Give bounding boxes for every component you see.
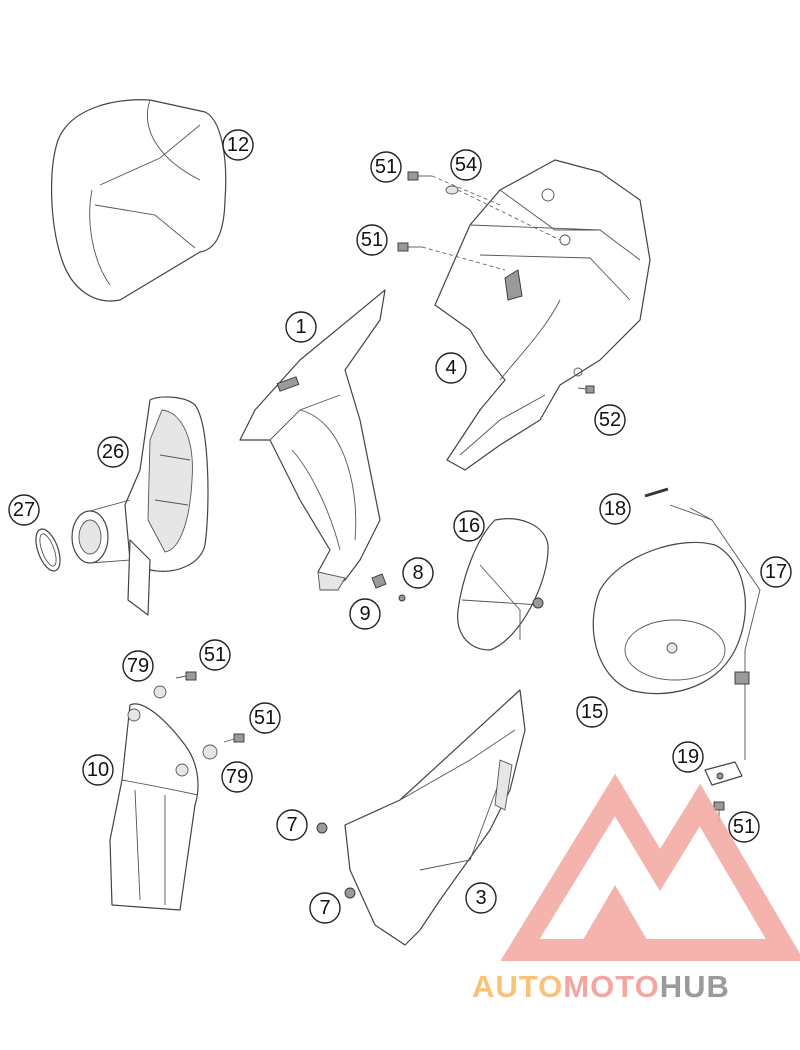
watermark-logo-mark (500, 773, 800, 961)
part-16-filter-frame (457, 518, 549, 651)
callout-51-left-bottom: 51 (249, 702, 281, 734)
part-8-screw (398, 594, 406, 602)
svg-text:18: 18 (604, 498, 626, 520)
screw-7-bottom (344, 887, 356, 899)
bolt-51-mid (397, 242, 422, 252)
callout-4: 4 (435, 352, 467, 384)
callout-52: 52 (594, 404, 626, 436)
washer-54 (445, 185, 459, 195)
part-26-filter-support (71, 396, 209, 616)
screw-7-top (316, 822, 328, 834)
part-4-airbox-housing (434, 159, 651, 471)
callout-79-top: 79 (122, 650, 154, 682)
svg-text:10: 10 (87, 759, 109, 781)
svg-text:15: 15 (581, 701, 603, 723)
svg-text:7: 7 (286, 814, 297, 836)
callout-9: 9 (349, 598, 381, 630)
part-18-pin (644, 487, 669, 498)
callout-15: 15 (576, 696, 608, 728)
callout-17: 17 (760, 556, 792, 588)
bolt-52 (577, 385, 595, 394)
part-9-clip (371, 573, 387, 589)
part-27-hose-clamp (35, 528, 61, 572)
svg-text:51: 51 (733, 816, 755, 838)
part-17-retaining-rod (669, 504, 761, 760)
svg-text:16: 16 (458, 515, 480, 537)
part-12-air-filter (51, 99, 227, 302)
part-15-filter-cover (592, 541, 746, 695)
callout-51-top: 51 (370, 151, 402, 183)
svg-text:79: 79 (127, 655, 149, 677)
watermark-auto: AUTO (472, 969, 563, 1004)
part-10-side-cover-left (109, 703, 199, 911)
callout-7-bottom: 7 (309, 892, 341, 924)
svg-text:9: 9 (359, 603, 370, 625)
callout-51-bottom-right: 51 (728, 811, 760, 843)
callout-51-mid: 51 (356, 224, 388, 256)
part-1-filter-cage (239, 289, 386, 591)
bolt-51-left-bottom (223, 733, 245, 743)
svg-text:27: 27 (13, 499, 35, 521)
part-3-side-cover-right (344, 689, 526, 946)
svg-text:51: 51 (361, 229, 383, 251)
svg-text:51: 51 (375, 156, 397, 178)
callout-8: 8 (402, 557, 434, 589)
callout-1: 1 (285, 311, 317, 343)
part-19-bracket (704, 761, 743, 786)
callout-26: 26 (97, 436, 129, 468)
callout-3: 3 (465, 882, 497, 914)
callout-16: 16 (453, 510, 485, 542)
callout-79-bottom: 79 (221, 761, 253, 793)
callout-51-left-top: 51 (199, 639, 231, 671)
callout-27: 27 (8, 494, 40, 526)
callout-7-top: 7 (276, 809, 308, 841)
svg-text:26: 26 (102, 441, 124, 463)
svg-text:12: 12 (227, 134, 249, 156)
callout-18: 18 (599, 493, 631, 525)
svg-text:79: 79 (226, 766, 248, 788)
svg-text:7: 7 (319, 897, 330, 919)
svg-text:19: 19 (677, 746, 699, 768)
watermark-moto: MOTO (563, 969, 659, 1004)
callout-54: 54 (450, 149, 482, 181)
watermark-wordmark: AUTOMOTOHUB (472, 969, 730, 1004)
svg-text:51: 51 (204, 644, 226, 666)
bolt-51-top (407, 171, 432, 181)
svg-text:51: 51 (254, 707, 276, 729)
svg-text:54: 54 (455, 154, 477, 176)
grommet-79-bottom (202, 744, 218, 760)
watermark-hub: HUB (660, 969, 730, 1004)
bolt-51-left-top (175, 671, 197, 681)
svg-text:8: 8 (412, 562, 423, 584)
svg-text:3: 3 (475, 887, 486, 909)
grommet-79-top (153, 685, 167, 699)
svg-text:4: 4 (445, 357, 456, 379)
svg-text:1: 1 (295, 316, 306, 338)
callout-10: 10 (82, 754, 114, 786)
callout-19: 19 (672, 741, 704, 773)
svg-text:52: 52 (599, 409, 621, 431)
svg-text:17: 17 (765, 561, 787, 583)
callout-12: 12 (222, 129, 254, 161)
